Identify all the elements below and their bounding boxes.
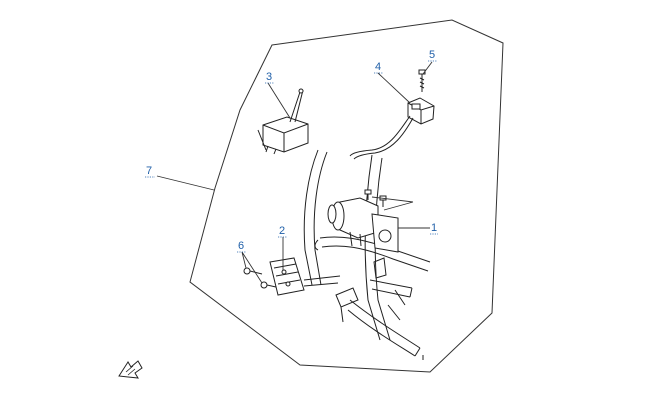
callout-4: 4 — [374, 61, 383, 74]
part-relay-box — [257, 88, 309, 155]
callout-2: 2 — [278, 225, 287, 238]
part-bolts — [243, 267, 277, 289]
part-bracket-plate — [269, 257, 341, 296]
callout-label-2: 2 — [279, 225, 285, 237]
arrow-direction-icon — [118, 360, 143, 379]
assembly-boundary-outline — [189, 19, 504, 373]
callout-label-7: 7 — [146, 165, 152, 177]
callout-label-1: 1 — [431, 222, 437, 234]
part-switch-with-cable — [349, 97, 435, 160]
callout-7: 7 — [145, 165, 155, 178]
callout-label-5: 5 — [429, 49, 435, 61]
callout-label-3: 3 — [266, 71, 272, 83]
callout-label-4: 4 — [375, 61, 381, 73]
callout-5: 5 — [428, 49, 437, 62]
part-motor-unit — [327, 189, 399, 253]
callout-1: 1 — [430, 222, 438, 235]
leader-lines — [156, 61, 433, 284]
callout-label-6: 6 — [238, 240, 244, 252]
callout-3: 3 — [265, 71, 274, 84]
part-screw — [418, 69, 426, 92]
frame-tubes — [303, 149, 431, 360]
callout-6: 6 — [237, 240, 246, 253]
